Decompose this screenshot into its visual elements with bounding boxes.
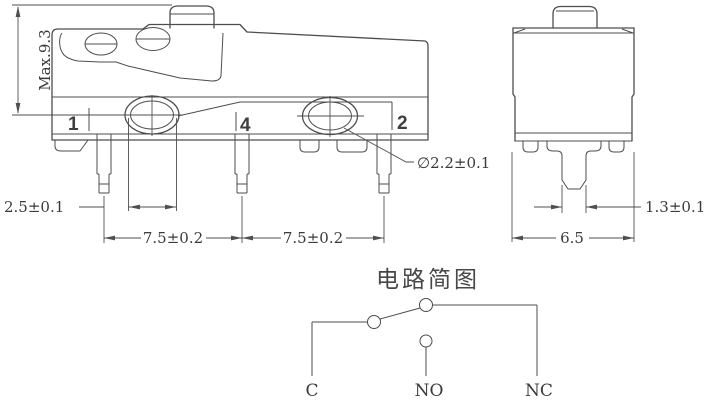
front-terminal-1 xyxy=(96,134,112,194)
circuit-switch-lever xyxy=(379,307,421,320)
circuit-label-no: NO xyxy=(415,381,444,400)
side-edge-left xyxy=(512,27,516,142)
side-foot-right xyxy=(608,141,625,153)
terminal-4-label: 4 xyxy=(240,115,251,136)
side-top-bevel-right xyxy=(621,28,634,34)
front-foot-right xyxy=(336,140,368,153)
front-foot-left xyxy=(54,139,89,152)
side-foot-left xyxy=(522,141,539,153)
front-inner-panel xyxy=(59,32,224,82)
front-terminal-2 xyxy=(376,134,392,194)
terminal-1-label: 1 xyxy=(68,114,79,135)
band-leader-diagonal xyxy=(177,101,241,117)
dim-75b-label: 7.5±0.2 xyxy=(283,229,343,247)
side-dimensions: 1.3±0.1 6.5 xyxy=(511,152,705,247)
hole-diameter-leader xyxy=(343,127,414,163)
front-view: 1 4 2 xyxy=(51,5,429,194)
front-foot-mid xyxy=(299,140,320,153)
max-height-label: Max.9.3 xyxy=(36,29,54,90)
front-body-outline xyxy=(51,23,429,141)
dim-25-label: 2.5±0.1 xyxy=(4,198,64,216)
side-edge-right xyxy=(631,27,635,142)
terminal-2-label: 2 xyxy=(397,113,408,134)
circuit-diagram: 电路简图 C NO NC xyxy=(305,267,552,400)
circuit-label-nc: NC xyxy=(525,381,553,400)
circuit-label-c: C xyxy=(305,381,318,400)
hole-diameter-label: ∅2.2±0.1 xyxy=(417,154,490,172)
circuit-title: 电路简图 xyxy=(376,267,480,293)
dim-75a-label: 7.5±0.2 xyxy=(143,229,203,247)
front-plunger-button xyxy=(169,5,215,29)
side-view xyxy=(512,5,635,190)
circuit-contact-nc xyxy=(419,298,433,312)
dim-13-label: 1.3±0.1 xyxy=(645,198,705,216)
circuit-contact-common xyxy=(367,315,381,329)
side-plunger-button xyxy=(552,5,598,29)
side-terminal-blade xyxy=(546,141,602,190)
circuit-contact-no xyxy=(419,334,433,348)
front-dimensions: Max.9.3 2.5±0.1 7.5±0.2 7.5±0.2 ∅2.2±0.1 xyxy=(4,4,490,247)
front-terminal-4 xyxy=(234,134,250,194)
dim-65-label: 6.5 xyxy=(560,229,584,247)
side-top-bevel-left xyxy=(513,28,526,34)
